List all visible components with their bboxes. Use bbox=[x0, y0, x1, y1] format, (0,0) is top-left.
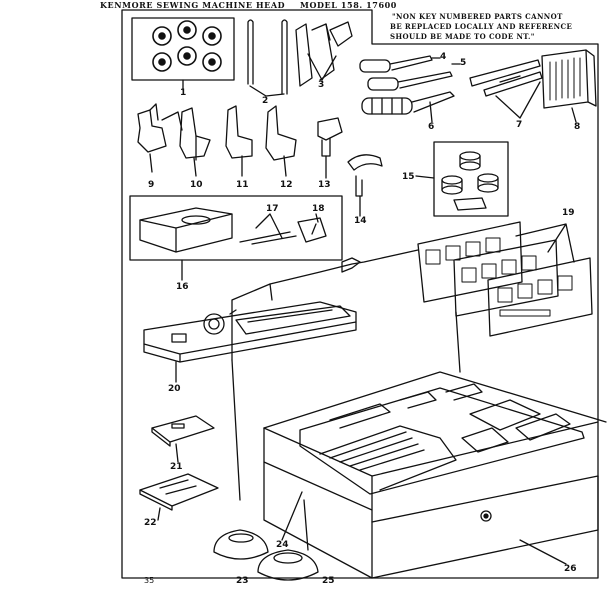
needle-pack-drawing bbox=[541, 49, 597, 109]
label-17: 17 bbox=[266, 204, 279, 214]
label-24: 24 bbox=[276, 540, 289, 550]
model-number: MODEL 158. 17600 bbox=[300, 0, 397, 10]
accessory-case-drawing bbox=[263, 371, 607, 579]
presser-feet-drawing bbox=[137, 103, 343, 179]
label-7: 7 bbox=[516, 120, 523, 130]
seam-ripper-drawing bbox=[359, 55, 455, 115]
label-10: 10 bbox=[190, 180, 203, 190]
label-26: 26 bbox=[564, 564, 577, 574]
label-2: 2 bbox=[262, 96, 269, 106]
pattern-cards-drawing bbox=[417, 221, 593, 337]
label-22: 22 bbox=[144, 518, 157, 528]
screwdrivers-drawing bbox=[295, 21, 353, 87]
machine-base-outline bbox=[231, 249, 461, 501]
throat-plate-drawing bbox=[151, 415, 215, 447]
spool-pins-drawing bbox=[247, 19, 288, 95]
label-14: 14 bbox=[354, 216, 367, 226]
spare-bobbins-drawing bbox=[433, 141, 509, 217]
note-line-3: SHOULD BE MADE TO CODE NT." bbox=[390, 32, 535, 41]
bobbin-case-hook-drawing bbox=[347, 154, 383, 217]
label-1: 1 bbox=[180, 88, 187, 98]
note-line-2: BE REPLACED LOCALLY AND REFERENCE bbox=[390, 22, 573, 31]
label-25: 25 bbox=[322, 576, 335, 586]
bobbins-drawing bbox=[131, 17, 235, 81]
slide-plate-drawing bbox=[139, 473, 219, 511]
extension-table-drawing bbox=[143, 301, 357, 363]
frame-outline bbox=[121, 9, 599, 579]
label-15: 15 bbox=[402, 172, 415, 182]
lint-brush-drawing bbox=[469, 59, 543, 97]
label-11: 11 bbox=[236, 180, 249, 190]
label-13: 13 bbox=[318, 180, 331, 190]
label-19: 19 bbox=[562, 208, 575, 218]
label-3: 3 bbox=[318, 80, 325, 90]
label-6: 6 bbox=[428, 122, 435, 132]
label-12: 12 bbox=[280, 180, 293, 190]
label-16: 16 bbox=[176, 282, 189, 292]
diagram-title: KENMORE SEWING MACHINE HEAD bbox=[100, 0, 286, 10]
label-4: 4 bbox=[440, 52, 447, 62]
label-20: 20 bbox=[168, 384, 181, 394]
label-21: 21 bbox=[170, 462, 183, 472]
rubber-feet-drawing bbox=[213, 529, 319, 581]
label-23: 23 bbox=[236, 576, 249, 586]
note-line-1: "NON KEY NUMBERED PARTS CANNOT bbox=[392, 12, 563, 21]
page-code: 35 bbox=[144, 576, 155, 585]
label-9: 9 bbox=[148, 180, 155, 190]
label-8: 8 bbox=[574, 122, 581, 132]
label-5: 5 bbox=[460, 58, 467, 68]
feed-cover-plate-drawing bbox=[129, 195, 343, 261]
label-18: 18 bbox=[312, 204, 325, 214]
